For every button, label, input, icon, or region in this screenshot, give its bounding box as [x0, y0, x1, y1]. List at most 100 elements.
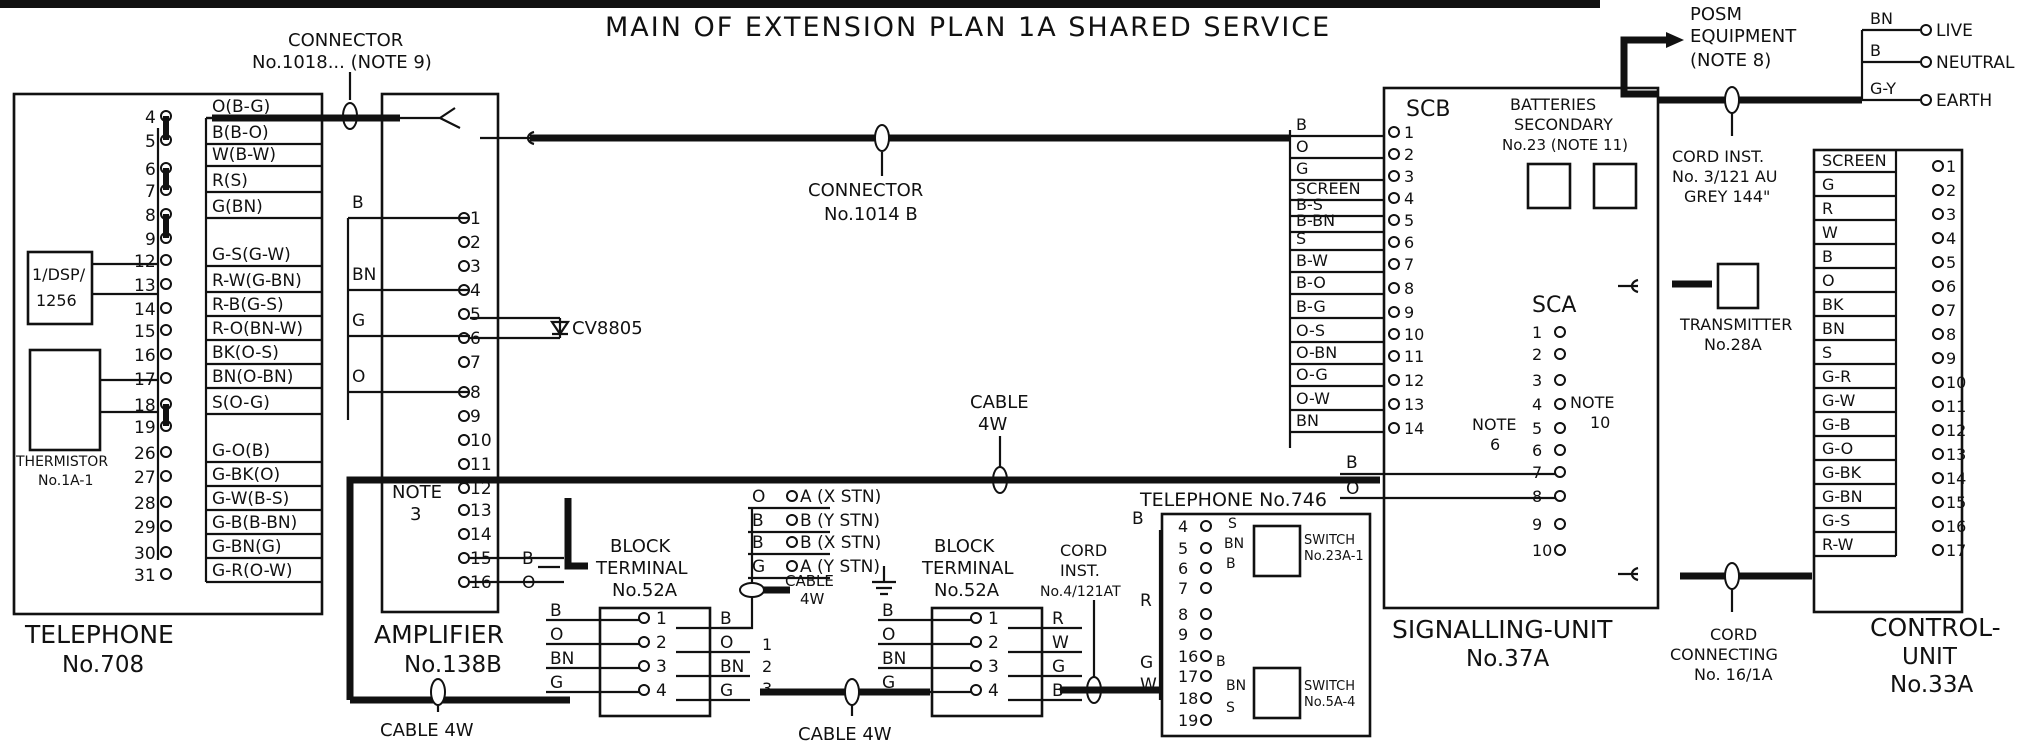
scb-wire-label: O-W [1296, 389, 1330, 408]
cord-connecting-2: CONNECTING [1670, 645, 1778, 664]
control-terminal [1932, 328, 1944, 340]
tel746-terminal [1200, 608, 1212, 620]
mains-label: EARTH [1936, 91, 1992, 111]
tel708-terminal [160, 348, 172, 360]
amp-terminal-num: 12 [470, 479, 492, 499]
tel746-terminal [1200, 650, 1212, 662]
amplifier-links [346, 216, 571, 569]
control-wire-label: G-R [1822, 367, 1851, 386]
block-right-wire: G [1052, 657, 1065, 677]
block-left-wire: O [550, 625, 563, 645]
control-terminal [1932, 352, 1944, 364]
tel746-terminal-num: 7 [1178, 579, 1188, 598]
switch2-model: No.5A-4 [1304, 695, 1355, 710]
tel708-wire-label: G-W(B-S) [212, 489, 289, 509]
control-label: CONTROL- [1870, 613, 2001, 642]
tel746-terminal-num: 19 [1178, 711, 1198, 730]
tel746-terminal-num: 8 [1178, 605, 1188, 624]
amp-terminal [458, 528, 470, 540]
mains-terminal [1920, 56, 1932, 68]
amp-terminal [458, 504, 470, 516]
thermistor-box [28, 348, 102, 452]
control-wire-label: G-B [1822, 415, 1851, 434]
tel708-wire-label: R-B(G-S) [212, 295, 284, 315]
block2-model: No.52A [934, 580, 1000, 601]
sca-terminal [1554, 374, 1566, 386]
mains-wire: BN [1870, 9, 1893, 28]
amp-terminal-num: 4 [470, 281, 481, 301]
scb-terminal-num: 1 [1404, 123, 1414, 142]
sca-terminal-num: 3 [1532, 371, 1542, 390]
scb-terminal [1388, 214, 1400, 226]
mains-label: LIVE [1936, 21, 1973, 41]
amp-terminal-num: 10 [470, 431, 492, 451]
block-terminal-point [970, 612, 982, 624]
control-terminal [1932, 184, 1944, 196]
sca-terminal-num: 4 [1532, 395, 1542, 414]
tel746-terminal [1200, 628, 1212, 640]
cable-small-label: CABLE [785, 572, 834, 590]
tel708-terminal-num: 27 [134, 468, 156, 488]
scb-wire-label: O-S [1296, 321, 1325, 340]
block-terminal-point [638, 660, 650, 672]
tel708-wire-label: R(S) [212, 171, 248, 191]
scb-terminal-num: 4 [1404, 189, 1414, 208]
control-terminal-num: 7 [1946, 301, 1956, 320]
amp-terminal [458, 576, 470, 588]
control-terminal-num: 2 [1946, 181, 1956, 200]
tel746-terminal-num: 4 [1178, 517, 1188, 536]
control-terminal-num: 12 [1946, 421, 1966, 440]
cord-grey-2: No. 3/121 AU [1672, 167, 1778, 186]
control-terminal [1932, 304, 1944, 316]
block-terminal-num: 4 [656, 681, 667, 701]
tel746-wire: B [1132, 509, 1144, 529]
block-left-wire: O [882, 625, 895, 645]
scb-wire-label: O-G [1296, 365, 1328, 384]
scb-terminal-num: 12 [1404, 371, 1424, 390]
mains-wire: G-Y [1870, 79, 1896, 98]
stn-color: O [752, 487, 765, 507]
sca-terminal-num: 2 [1532, 345, 1542, 364]
cable-mid-4w: 4W [978, 414, 1007, 435]
telephone-label: TELEPHONE [24, 620, 174, 649]
control-wire-label: G-S [1822, 511, 1850, 530]
signalling-label: SIGNALLING-UNIT [1392, 615, 1613, 644]
tel708-terminal [160, 302, 172, 314]
control-terminal-num: 6 [1946, 277, 1956, 296]
scb-terminal [1388, 170, 1400, 182]
tel746-terminal [1200, 714, 1212, 726]
connector-top-label: CONNECTOR [288, 30, 403, 51]
control-terminal [1932, 448, 1944, 460]
cable-bottom-mid-label: CABLE 4W [798, 724, 892, 741]
posm-cable [1620, 36, 1668, 98]
sca-terminal-num: 7 [1532, 463, 1542, 482]
telephone-model: No.708 [62, 652, 144, 678]
tel708-wire-label: S(O-G) [212, 393, 270, 413]
tel708-terminal [160, 446, 172, 458]
sca-terminal [1554, 422, 1566, 434]
tel708-terminal-num: 26 [134, 444, 156, 464]
dsp-number: 1256 [36, 291, 77, 310]
tel746-terminal [1200, 670, 1212, 682]
telephone-wire-labels: O(B-G)B(B-O)W(B-W)R(S)G(BN)G-S(G-W)R-W(G… [204, 97, 322, 584]
scb-terminal-num: 13 [1404, 395, 1424, 414]
amp-terminal-num: 7 [470, 353, 481, 373]
block-right-wire: O [720, 633, 733, 653]
tel708-wire-label: G-B(B-BN) [212, 513, 297, 533]
block1-label: BLOCK [610, 536, 671, 557]
tel708-terminal-num: 29 [134, 518, 156, 538]
amp-terminal [458, 308, 470, 320]
control-wire-label: S [1822, 343, 1832, 362]
amp-terminal [458, 458, 470, 470]
switch1-box [1252, 524, 1302, 578]
scb-wire-label: B-S [1296, 195, 1323, 214]
amp-terminal-num: 9 [470, 407, 481, 427]
tel708-terminal-num: 16 [134, 346, 156, 366]
control-terminal-num: 4 [1946, 229, 1956, 248]
amp-wire-label: G [352, 311, 365, 331]
connector-top-model: No.1018... (NOTE 9) [252, 52, 432, 73]
control-terminal-num: 1 [1946, 157, 1956, 176]
scb-terminal-num: 7 [1404, 255, 1414, 274]
telephone-internal-links [92, 128, 160, 560]
